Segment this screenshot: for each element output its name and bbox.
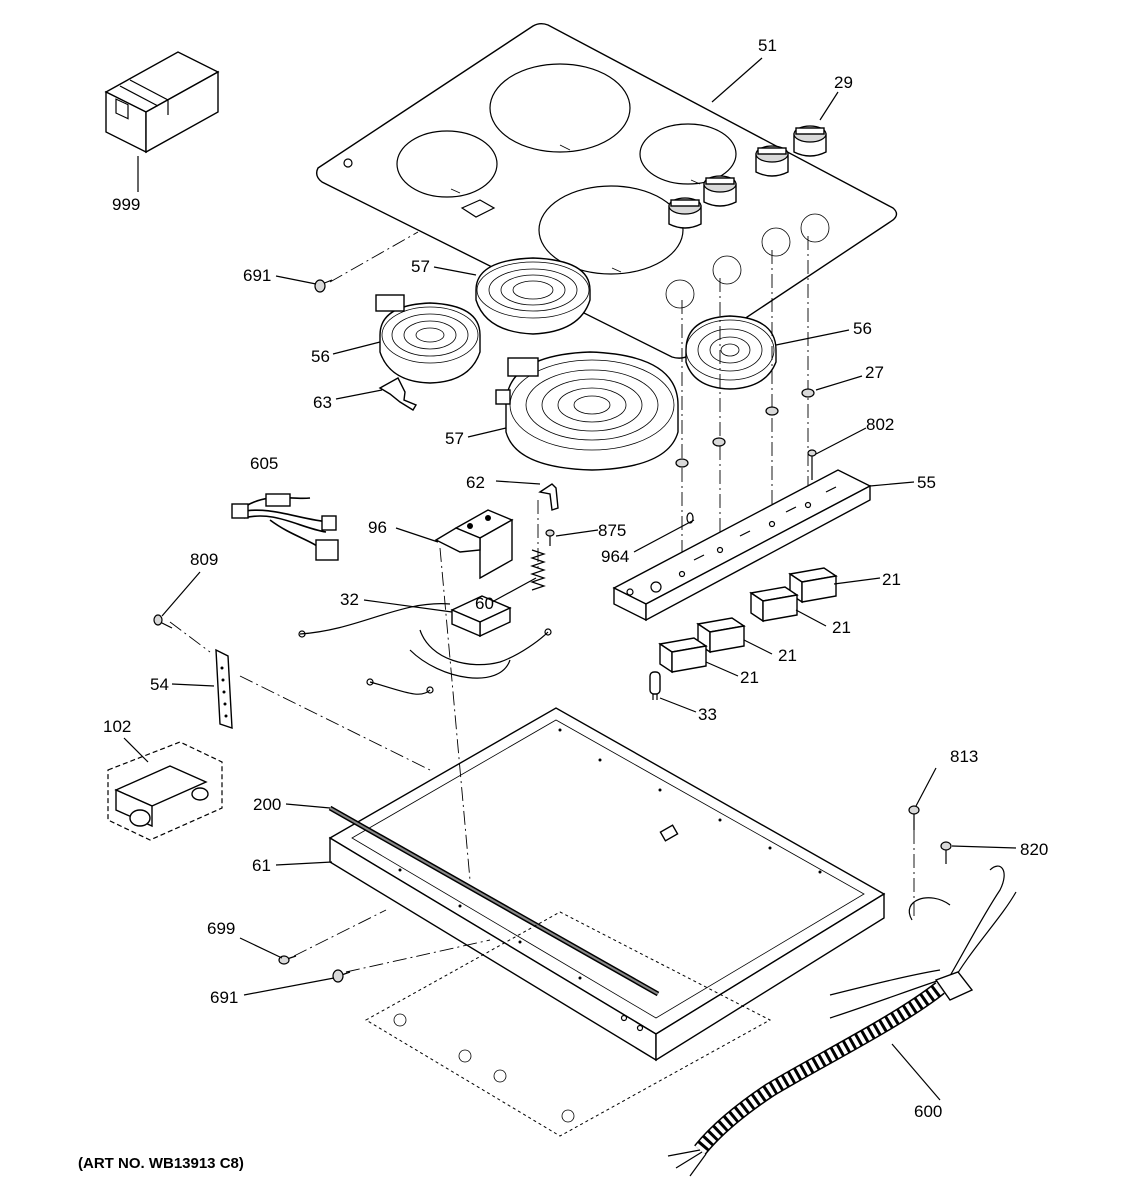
callout-29: 29 — [834, 73, 853, 92]
part-54-strip — [215, 648, 233, 729]
part-21-switches — [658, 567, 838, 674]
callout-57-rear: 57 — [411, 257, 430, 276]
art-number: (ART NO. WB13913 C8) — [78, 1155, 244, 1172]
part-875-screw — [545, 529, 555, 546]
callout-21-c: 21 — [778, 646, 797, 665]
callout-102: 102 — [103, 717, 131, 736]
callout-61: 61 — [252, 856, 271, 875]
callout-21-d: 21 — [740, 668, 759, 687]
part-57-rear-element — [475, 257, 591, 335]
part-600-power-cord — [667, 865, 1017, 1177]
callout-55: 55 — [917, 473, 936, 492]
part-809-screw — [153, 614, 173, 629]
part-820-screw — [940, 841, 952, 864]
callout-32: 32 — [340, 590, 359, 609]
callout-200: 200 — [253, 795, 281, 814]
part-699-screw — [278, 955, 297, 965]
part-691-screw-upper — [314, 279, 333, 293]
callout-813: 813 — [950, 747, 978, 766]
part-32-limiter — [298, 595, 552, 695]
part-102-clamp-kit — [107, 741, 223, 841]
leader-lines — [123, 57, 1017, 1101]
part-57-front-element — [495, 351, 679, 471]
callout-33: 33 — [698, 705, 717, 724]
callout-999: 999 — [112, 195, 140, 214]
callout-56-right: 56 — [853, 319, 872, 338]
part-51-glass-cooktop — [315, 23, 898, 359]
part-200-gasket — [328, 805, 660, 997]
part-55-control-bracket — [612, 469, 872, 622]
part-813-screw — [908, 805, 920, 920]
callout-809: 809 — [190, 550, 218, 569]
callout-605: 605 — [250, 454, 278, 473]
callout-820: 820 — [1020, 840, 1048, 859]
callout-labels: 51 29 999 691 57 56 56 27 63 57 802 605 … — [103, 36, 1048, 1121]
callout-875: 875 — [598, 521, 626, 540]
part-27-spacers — [675, 236, 815, 590]
callout-56-left: 56 — [311, 347, 330, 366]
part-63-bracket — [378, 377, 418, 411]
part-96-bracket — [434, 509, 514, 580]
callout-21-a: 21 — [882, 570, 901, 589]
callout-21-b: 21 — [832, 618, 851, 637]
callout-63: 63 — [313, 393, 332, 412]
part-bottom-plate — [364, 911, 772, 1137]
part-691-screw-lower — [332, 969, 351, 983]
part-999-box — [104, 51, 220, 154]
part-605-harness — [231, 493, 339, 561]
part-61-tray — [328, 707, 886, 1062]
callout-600: 600 — [914, 1102, 942, 1121]
part-33-light — [649, 671, 661, 700]
callout-96: 96 — [368, 518, 387, 537]
part-56-right-element — [685, 315, 777, 390]
callout-964: 964 — [601, 547, 629, 566]
callout-802: 802 — [866, 415, 894, 434]
part-60-spring — [530, 500, 546, 591]
callout-51: 51 — [758, 36, 777, 55]
callout-699: 699 — [207, 919, 235, 938]
part-62-bracket — [538, 483, 559, 511]
part-29-knobs — [668, 125, 827, 229]
callout-54: 54 — [150, 675, 169, 694]
callout-60: 60 — [475, 594, 494, 613]
callout-57-front: 57 — [445, 429, 464, 448]
part-802-screw — [807, 449, 817, 480]
callout-62: 62 — [466, 473, 485, 492]
callout-691-lower: 691 — [210, 988, 238, 1007]
part-964-clip — [686, 512, 694, 524]
callout-27: 27 — [865, 363, 884, 382]
part-56-left-element — [375, 294, 481, 384]
callout-691-upper: 691 — [243, 266, 271, 285]
